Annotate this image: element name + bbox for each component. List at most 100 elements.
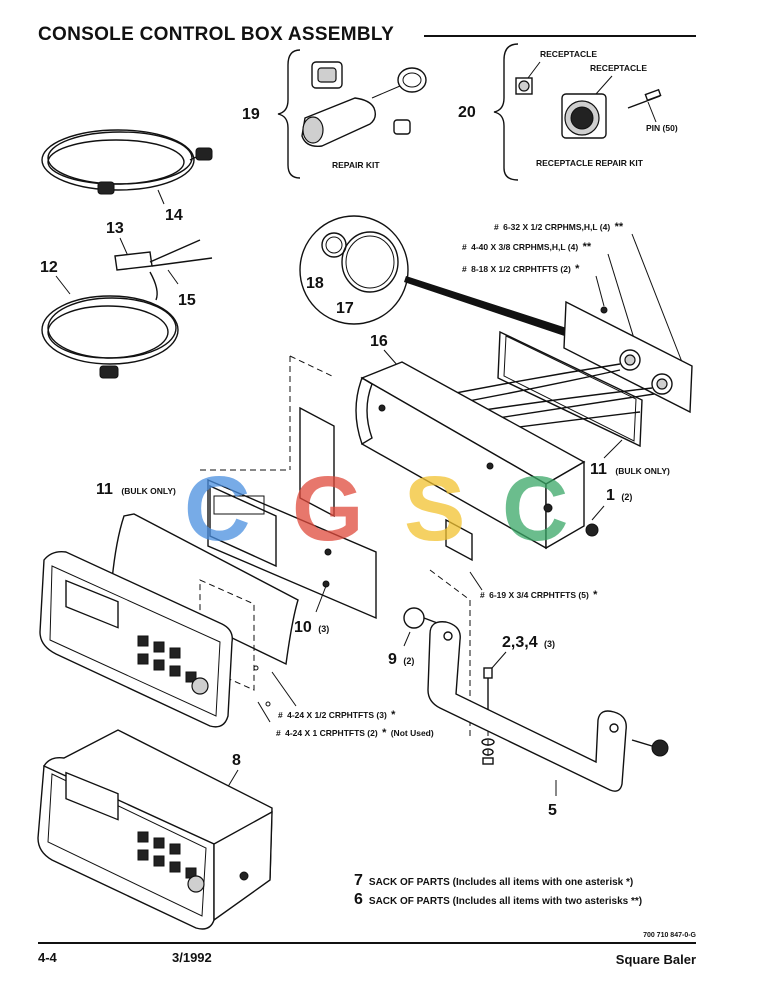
callout-11b-num: 11	[590, 461, 607, 478]
hash-4: #	[480, 590, 485, 600]
lock-washer	[482, 748, 494, 756]
hardware-2-mark: **	[583, 241, 592, 253]
washer	[481, 738, 495, 746]
callout-10-num: 10	[294, 619, 312, 636]
rear-receptacle-2-face	[656, 378, 668, 390]
console-8-key-6	[169, 861, 181, 873]
leader-h4	[469, 571, 483, 591]
receptacle-small-label: RECEPTACLE	[540, 49, 597, 59]
watermark-letter-1: C	[184, 458, 250, 560]
leader-h1	[631, 233, 683, 363]
cable-12-coil-2	[47, 297, 177, 359]
callout-18: 18	[306, 275, 324, 292]
gasket-detail-circle: 18 17	[299, 215, 616, 352]
large-receptacle-pins	[570, 106, 594, 130]
boot-opening	[302, 116, 324, 144]
hardware-6-mark: *	[382, 727, 387, 739]
callout-19: 19	[242, 106, 260, 123]
callout-1: 1 (2)	[606, 487, 632, 504]
side-bracket	[299, 406, 335, 518]
cable-14-connector-end	[195, 147, 213, 161]
hardware-label-6: # 4-24 X 1 CRPHTFTS (2) * (Not Used)	[276, 727, 434, 739]
callout-10: 10 (3)	[294, 619, 329, 636]
console-8-side	[213, 810, 273, 922]
fastener-callouts: 10 (3) 1 (2) 9 (2) # 6-19 X 3/4 CRPHTFTS…	[294, 487, 632, 668]
hash-5: #	[278, 710, 283, 720]
key-5	[153, 659, 165, 671]
leader-small-receptacle	[527, 61, 541, 79]
callout-8: 8	[232, 752, 241, 769]
document-number: 700 710 847-0-G	[643, 932, 696, 939]
knob-part-9	[403, 607, 425, 629]
hash-1: #	[494, 222, 499, 232]
leader-12	[55, 275, 71, 295]
footer-date: 3/1992	[172, 950, 212, 965]
console-8-inner	[47, 773, 207, 917]
hardware-1: 6-32 X 1/2 CRPHMS,H,L (4)	[503, 222, 610, 232]
leader-pin	[647, 101, 657, 123]
rear-gasket-panel	[497, 330, 643, 448]
rear-receptacle-1-face	[624, 354, 636, 366]
page-number: 4-4	[38, 950, 57, 965]
display-module	[209, 484, 277, 568]
face-plate-screw-1	[253, 665, 259, 671]
callout-11b: 11 (BULK ONLY)	[590, 461, 670, 478]
repair-kit-label: REPAIR KIT	[332, 160, 380, 170]
footer-rule	[38, 942, 696, 944]
key-7	[185, 671, 197, 683]
callout-17: 17	[336, 300, 354, 317]
housing-side-face	[545, 460, 585, 550]
console-8-front	[37, 764, 215, 930]
nut	[482, 757, 494, 765]
cable-12: 12	[40, 259, 179, 379]
group-19-repair-kit: 19 REPAIR KIT	[242, 49, 427, 179]
console-8-key-1	[137, 831, 149, 843]
callout-14: 14	[165, 207, 183, 224]
title-rule	[424, 35, 696, 37]
rear-gasket-inner	[503, 335, 637, 442]
callout-11b-note: (BULK ONLY)	[615, 466, 670, 476]
callout-10-qty: (3)	[318, 624, 329, 634]
right-bracket	[445, 518, 473, 562]
display-window	[213, 495, 265, 515]
sack-7-number: 7	[354, 872, 363, 889]
leader-h3	[595, 275, 605, 307]
watermark-letter-3: S	[404, 458, 465, 560]
leader-13	[119, 237, 129, 257]
leader-9	[403, 631, 411, 647]
assembled-console-8: 8	[37, 729, 273, 930]
hardware-4: 6-19 X 3/4 CRPHTFTS (5)	[489, 590, 589, 600]
footer-product: Square Baler	[615, 952, 696, 967]
small-receptacle-hole	[518, 80, 530, 92]
front-face-plate	[39, 550, 271, 728]
callout-5: 5	[548, 802, 557, 819]
watermark-letter-4: C	[502, 458, 568, 560]
face-plate-body	[39, 550, 233, 728]
wire-b	[151, 257, 213, 267]
callout-9-qty: (2)	[403, 656, 414, 666]
face-plate-display	[65, 579, 119, 629]
cable-12-coil-3	[47, 305, 169, 359]
hash-6: #	[276, 728, 281, 738]
hardware-6: 4-24 X 1 CRPHTFTS (2)	[285, 728, 378, 738]
hardware-1-mark: **	[615, 221, 624, 233]
wire-a	[149, 239, 201, 263]
console-8-display	[65, 771, 119, 821]
hardware-5-mark: *	[391, 709, 396, 721]
callout-2-3-4-num: 2,3,4	[502, 634, 538, 651]
large-o-ring-17-inner	[345, 235, 395, 289]
callout-9-num: 9	[388, 651, 397, 668]
hash-2: #	[462, 242, 467, 252]
sack-6-text: SACK OF PARTS (Includes all items with t…	[368, 896, 643, 907]
leader-11b	[603, 439, 623, 459]
guide-4	[429, 569, 471, 601]
callout-12: 12	[40, 259, 58, 276]
large-o-ring-17	[341, 231, 399, 293]
hardware-2: 4-40 X 3/8 CRPHMS,H,L (4)	[471, 242, 578, 252]
brace-20	[493, 43, 519, 181]
watermark-letter-2: G	[292, 458, 364, 560]
housing-screw-hole-3	[543, 503, 553, 513]
callout-15: 15	[178, 292, 196, 309]
housing-screw-hole-1	[378, 404, 386, 412]
